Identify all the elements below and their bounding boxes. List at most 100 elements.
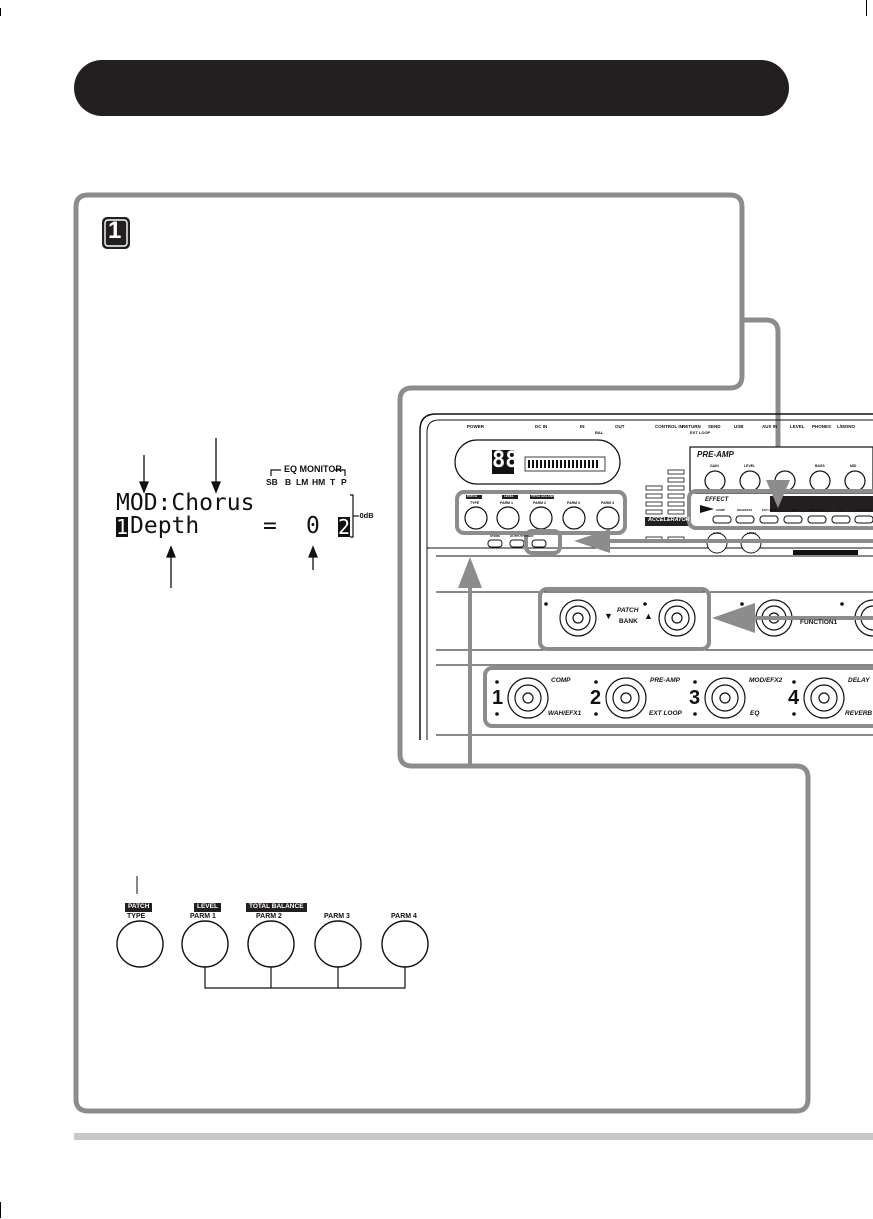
panel-preamp-title: PRE-AMP bbox=[697, 450, 734, 459]
parm3-knob bbox=[314, 920, 362, 968]
panel-btn-gain: GAIN bbox=[713, 531, 721, 535]
meter-bars bbox=[645, 469, 685, 542]
gray-frame bbox=[73, 192, 811, 1114]
eq-band-b: B bbox=[285, 477, 292, 487]
effect-btn-mod: MOD/EFX2 bbox=[856, 508, 872, 512]
panel-led-digits: 88 bbox=[492, 448, 519, 473]
bank-label: BANK bbox=[619, 618, 638, 625]
panel-label-phones: L/MONO bbox=[837, 424, 855, 429]
step-number: 1 bbox=[108, 217, 122, 244]
panel-label-send: SEND bbox=[708, 424, 721, 429]
panel-label-aux: AUX IN bbox=[762, 424, 778, 429]
highlight-boxes bbox=[455, 489, 873, 728]
step-badge-inner-border bbox=[104, 219, 128, 247]
label-parm4: PARM 4 bbox=[391, 913, 417, 920]
panel-tag-patch: PATCH bbox=[467, 494, 477, 498]
panel-small-buttons bbox=[487, 539, 547, 548]
panel-knob-parm1: PARM 1 bbox=[500, 501, 513, 505]
panel-label-out: OUT bbox=[615, 424, 625, 429]
knob-diagram bbox=[116, 876, 429, 989]
preamp-knob-mid: MID bbox=[850, 464, 857, 468]
lcd-line-1: MOD:Chorus bbox=[116, 490, 255, 516]
arrow-up-symbol: ▲ bbox=[644, 611, 653, 621]
preamp-knob-level: LEVEL bbox=[744, 464, 756, 468]
lcd-callout-arrows bbox=[139, 438, 318, 588]
device-panel bbox=[419, 413, 873, 740]
panel-label-aux-in: LEVEL bbox=[790, 424, 805, 429]
panel-label-bal: BAL bbox=[595, 430, 604, 435]
panel-label-level: PHONES bbox=[812, 424, 832, 429]
panel-label-dc-in: DC IN bbox=[535, 424, 548, 429]
label-type: TYPE bbox=[127, 913, 146, 920]
crop-mark-top-right bbox=[866, 0, 867, 16]
panel-tag-total-balance: TOTAL BALANCE bbox=[531, 494, 557, 498]
preamp-knobs bbox=[704, 470, 866, 492]
panel-knob-parm4: PARM 4 bbox=[601, 501, 614, 505]
panel-label-in: IN bbox=[580, 424, 585, 429]
patch-label: PATCH bbox=[617, 607, 639, 614]
eq-monitor-title: EQ MONITOR bbox=[284, 464, 342, 474]
panel-label-control-in: CONTROL IN bbox=[655, 424, 683, 429]
preamp-knob-bass: BASS bbox=[815, 464, 825, 468]
panel-label-ext-loop: EXT LOOP bbox=[690, 430, 711, 435]
eq-band-sb: SB bbox=[266, 477, 278, 487]
crop-mark-bottom-left bbox=[0, 1202, 1, 1218]
parm4-knob bbox=[381, 920, 429, 968]
step-badge bbox=[102, 217, 130, 249]
footswitch-4-number: 4 bbox=[788, 687, 800, 709]
footswitch-4-bottom: REVERB bbox=[845, 710, 873, 717]
bottom-rule bbox=[74, 1133, 873, 1140]
label-parm2: PARM 2 bbox=[256, 913, 282, 920]
preamp-knob-gain: GAIN bbox=[710, 464, 719, 468]
tag-total-balance: TOTAL BALANCE bbox=[246, 903, 307, 912]
footswitch-3-number: 3 bbox=[689, 687, 701, 709]
arrow-down-symbol: ▼ bbox=[604, 611, 613, 621]
footswitch-1-bottom: WAH/EFX1 bbox=[548, 710, 582, 717]
panel-accelerator-label: ACCELERATOR bbox=[648, 517, 690, 523]
panel-btn-output-tuner: OUTPUT/TUNER bbox=[510, 534, 534, 538]
footswitch-3-top: MOD/EFX2 bbox=[749, 677, 783, 684]
crop-mark-left bbox=[0, 8, 1, 16]
frame-connector bbox=[742, 317, 781, 482]
lcd-line-2-end: 2 bbox=[338, 515, 351, 539]
tag-level: LEVEL bbox=[194, 903, 221, 912]
footswitch-2-top: PRE-AMP bbox=[650, 677, 680, 684]
gray-arrows bbox=[458, 480, 873, 766]
type-knob bbox=[116, 920, 164, 968]
footswitch-1-number: 1 bbox=[492, 687, 504, 709]
panel-knob-row bbox=[464, 506, 620, 530]
section-title-bar bbox=[74, 60, 789, 116]
lcd-line-2-param: Depth bbox=[130, 513, 200, 539]
footswitch-2-number: 2 bbox=[590, 687, 602, 709]
lcd-line-2-marker: 1 bbox=[116, 515, 129, 539]
effect-btn-preamp: PRE-AMP bbox=[809, 508, 823, 512]
panel-knob-parm2: PARM 2 bbox=[533, 501, 546, 505]
eq-band-t: T bbox=[330, 477, 336, 487]
level-mark: -0dB bbox=[357, 511, 374, 520]
effect-btn-ext-loop: EXT LOOP bbox=[762, 508, 778, 512]
knob-group-bracket bbox=[204, 967, 406, 989]
eq-monitor-bracket bbox=[270, 469, 358, 538]
parm2-knob bbox=[247, 920, 295, 968]
label-parm1: PARM 1 bbox=[190, 913, 216, 920]
panel-effect-title: EFFECT bbox=[705, 497, 729, 503]
numbered-footswitches bbox=[507, 677, 845, 719]
parm1-knob bbox=[181, 920, 229, 968]
footswitch-2-bottom: EXT LOOP bbox=[649, 710, 682, 717]
eq-band-hm: HM bbox=[312, 477, 326, 487]
effect-btn-eq: EQ bbox=[838, 508, 843, 512]
lcd-line-2-value: 0 bbox=[306, 513, 320, 539]
panel-btn-level: LEVEL bbox=[747, 531, 757, 535]
footswitch-3-bottom: EQ bbox=[750, 710, 760, 717]
panel-knob-type: TYPE bbox=[470, 501, 480, 505]
panel-label-gain-in: USB bbox=[734, 424, 744, 429]
lcd-line-2-equals: = bbox=[263, 513, 277, 539]
panel-knob-parm3: PARM 3 bbox=[567, 501, 580, 505]
effect-btn-comp: COMP bbox=[716, 508, 725, 512]
effect-buttons bbox=[712, 515, 873, 524]
footswitch-4-top: DELAY bbox=[848, 677, 870, 684]
label-parm3: PARM 3 bbox=[324, 913, 350, 920]
effect-btn-znr: ZNR bbox=[790, 508, 797, 512]
eq-band-lm: LM bbox=[296, 477, 309, 487]
